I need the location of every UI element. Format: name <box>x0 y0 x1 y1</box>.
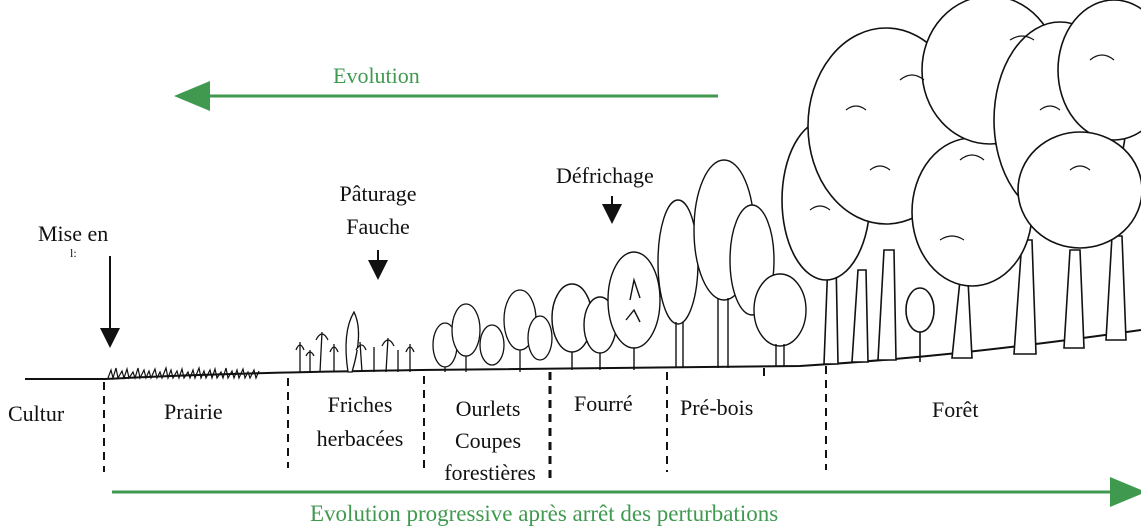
stage-ourlets-label-2: Coupes <box>430 428 546 454</box>
mise-en-culture-label: Mise en <box>38 221 108 247</box>
paturage-label: Pâturage <box>328 181 428 207</box>
evolution-label: Evolution <box>333 63 420 89</box>
progressive-evolution-label: Evolution progressive après arrêt des pe… <box>310 501 778 527</box>
grass-vegetation <box>108 368 259 378</box>
stage-culture-label: Cultur <box>8 401 64 427</box>
ourlet-shrubs <box>433 290 552 372</box>
fourre-bushes <box>552 252 660 370</box>
stage-friches-label-1: Friches <box>300 392 420 418</box>
mise-en-culture-cut-label: l: <box>70 246 77 260</box>
stage-foret-label: Forêt <box>932 397 978 423</box>
stage-friches-label-2: herbacées <box>300 426 420 452</box>
stage-fourre-label: Fourré <box>574 391 633 417</box>
defrichage-label: Défrichage <box>556 163 654 189</box>
stage-prairie-label: Prairie <box>164 399 223 425</box>
forest-trees <box>782 0 1141 364</box>
fauche-label: Fauche <box>328 214 428 240</box>
herbaceous-plants <box>296 312 414 372</box>
stage-pre-bois-label: Pré-bois <box>680 395 753 421</box>
stage-ourlets-label-3: forestières <box>428 460 552 486</box>
stage-ourlets-label-1: Ourlets <box>430 396 546 422</box>
